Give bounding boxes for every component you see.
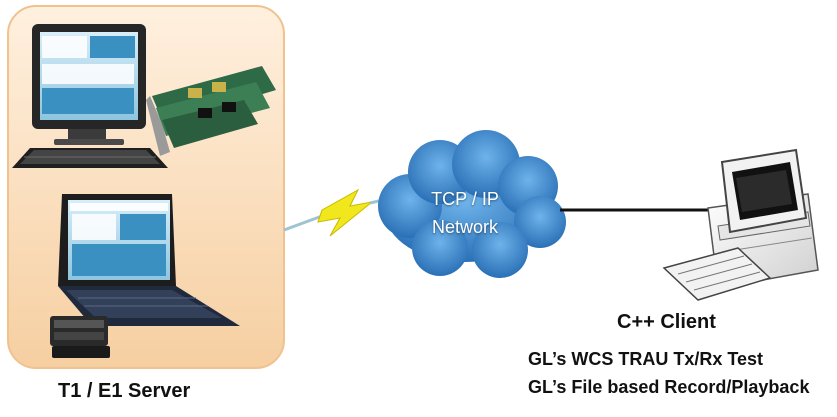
cloud-label-line2: Network <box>431 217 498 237</box>
client-test-line-2: GL’s File based Record/Playback <box>528 377 810 397</box>
cloud-icon <box>378 130 566 278</box>
lightning-icon <box>317 188 373 237</box>
client-test-line-1: GL’s WCS TRAU Tx/Rx Test <box>528 349 764 369</box>
cloud-label-line1: TCP / IP <box>431 189 499 209</box>
laptop-icon <box>58 194 240 326</box>
client-label: C++ Client <box>617 311 716 333</box>
server-label: T1 / E1 Server <box>58 380 191 402</box>
portable-unit-icon <box>50 316 110 358</box>
server-link-line <box>283 214 323 232</box>
desktop-analyzer-icon <box>12 24 168 168</box>
client-pc-icon <box>662 148 819 301</box>
pci-cards-icon <box>146 66 276 156</box>
